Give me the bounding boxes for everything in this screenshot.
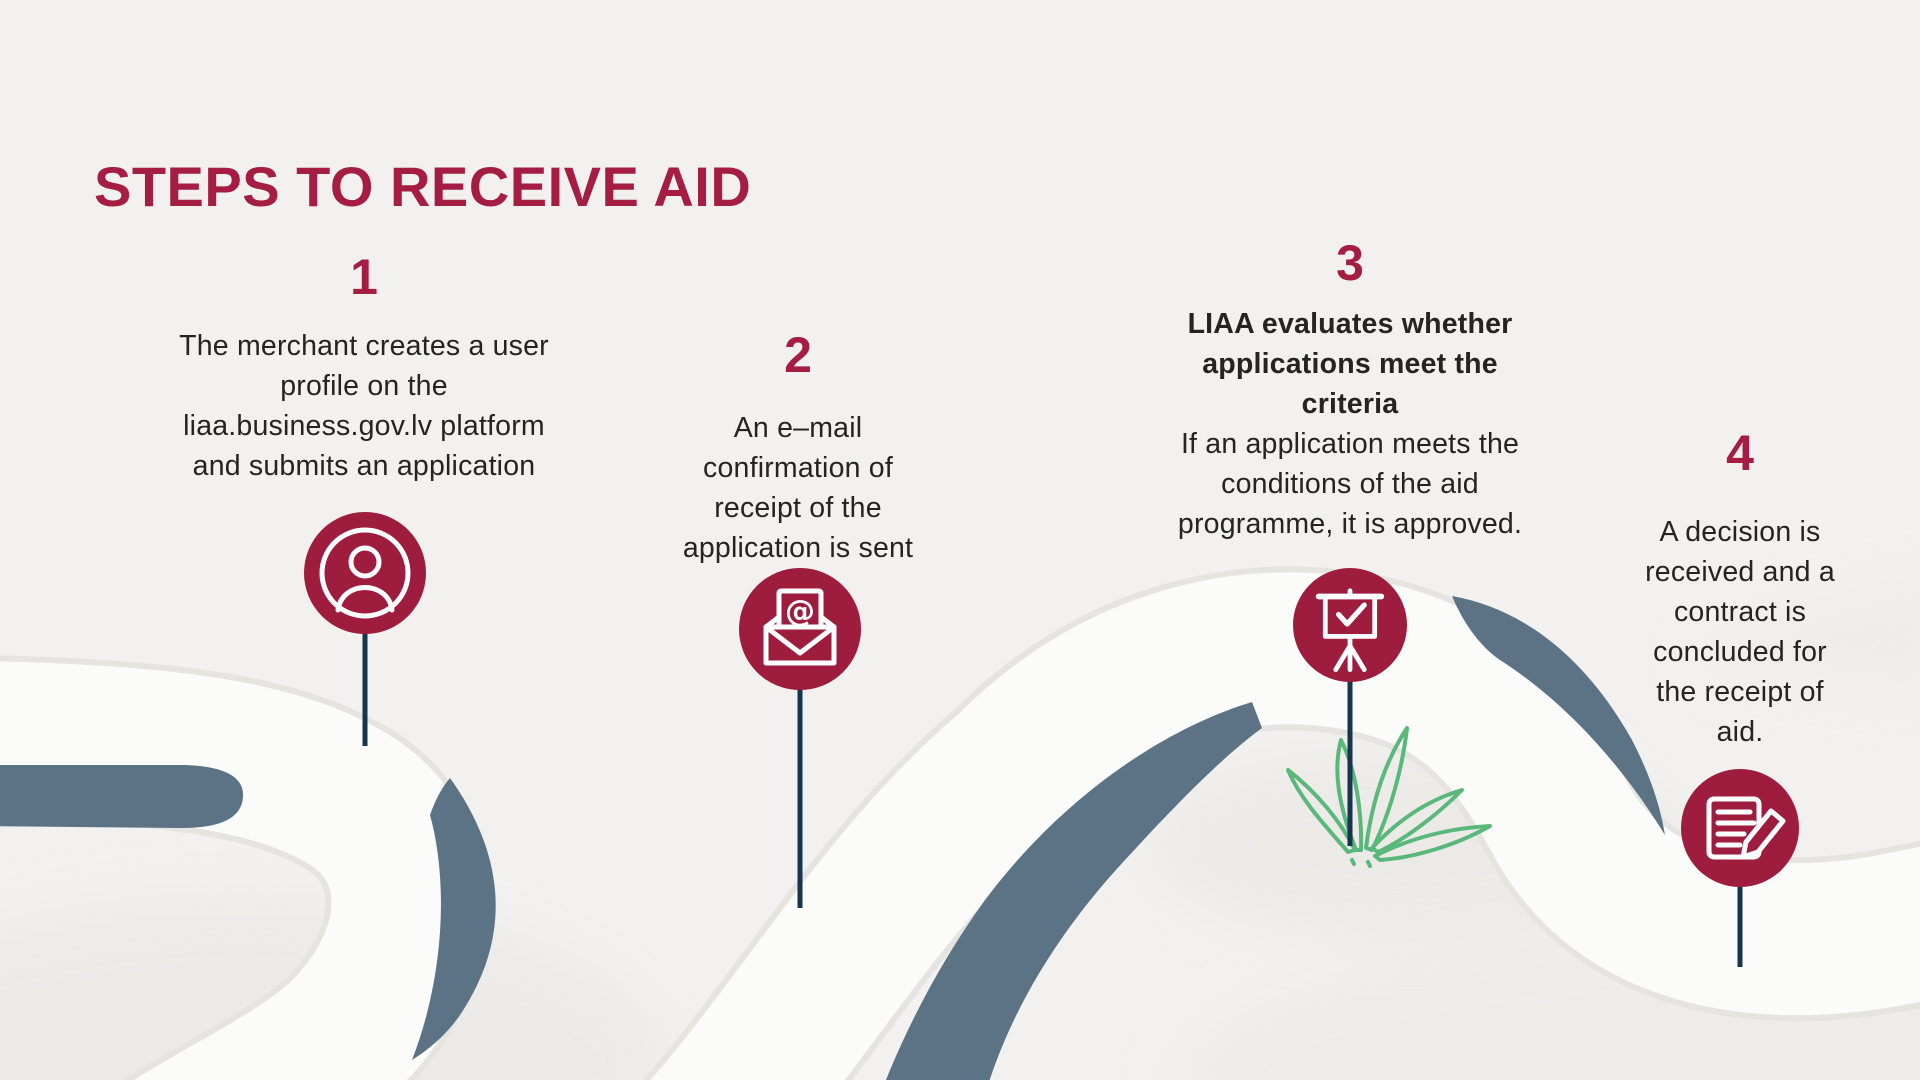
step-1: 1 The merchant creates a user profile on…	[94, 252, 634, 486]
page-title: STEPS TO RECEIVE AID	[94, 154, 752, 218]
winding-road	[0, 566, 1920, 1080]
svg-text:@: @	[785, 594, 815, 629]
pin-circle	[1681, 769, 1799, 887]
step-number: 4	[1726, 425, 1754, 481]
step-heading: LIAA evaluates whether applications meet…	[1187, 308, 1513, 420]
pin-step-1	[304, 512, 426, 746]
road-shadow-left	[0, 765, 244, 828]
road-shadow-middle	[885, 702, 1262, 1080]
pin-step-4	[1681, 769, 1799, 967]
step-text: The merchant creates a user profile on t…	[179, 330, 549, 482]
email-confirmation-icon: @	[763, 588, 837, 666]
road-shadow-left-bend	[412, 778, 496, 1060]
step-text: An e–mail confirmation of receipt of the…	[682, 412, 914, 564]
step-2: 2 An e–mail confirmation of receipt of t…	[608, 330, 988, 568]
road-surface	[0, 572, 1920, 1080]
pin-step-3	[1293, 568, 1407, 846]
plant-icon	[1286, 726, 1492, 868]
step-number: 1	[350, 249, 378, 305]
step-text: If an application meets the conditions o…	[1177, 428, 1523, 540]
road-shadow-right-bend	[1452, 596, 1665, 835]
step-text: A decision is received and a contract is…	[1645, 516, 1835, 748]
pin-step-2: @	[739, 568, 861, 908]
contract-signature-icon	[1706, 796, 1786, 860]
step-number: 2	[784, 327, 812, 383]
user-profile-icon	[319, 527, 411, 619]
step-3: 3 LIAA evaluates whether applications me…	[1100, 238, 1600, 544]
step-4: 4 A decision is received and a contract …	[1580, 428, 1900, 752]
evaluation-checklist-icon	[1315, 588, 1385, 673]
step-number: 3	[1336, 235, 1364, 291]
